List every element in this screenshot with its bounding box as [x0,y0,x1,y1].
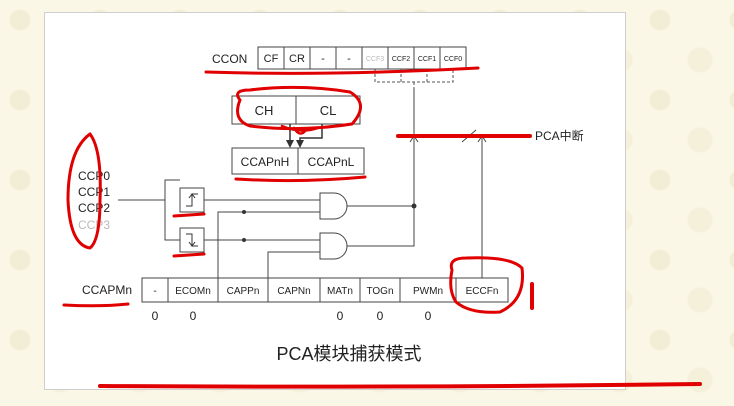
arrow-head-right [296,140,304,148]
junction-dot-2 [242,210,246,214]
enable-wires [217,211,320,278]
falling-edge-icon [186,233,198,247]
ccon-register [257,46,467,70]
gate-output-wires [347,136,415,247]
ccon-bit-reserved-2: - [347,53,351,65]
ccon-bit-ccf2: CCF2 [392,56,410,63]
ccon-label: CCON [212,52,247,66]
ccapmn-bit-eccfn: ECCFn [466,286,499,297]
rising-edge-detector [179,187,205,213]
ccapmn-label: CCAPMn [82,283,132,297]
ccapmn-bit-cappn: CAPPn [227,286,260,297]
input-ccp3: CCP3 [78,218,110,232]
ccapmn-value-5: 0 [377,309,384,323]
ccapmn-value-4: 0 [337,309,344,323]
input-ccp0: CCP0 [78,169,110,183]
ccon-bit-ccf3: CCF3 [366,56,384,63]
red-annotations [62,66,702,389]
ccapmn-bit-matn: MATn [327,286,353,297]
detector-to-gate-wires [204,199,320,241]
rising-edge-icon [186,193,198,207]
ccapmn-value-0: 0 [152,309,159,323]
pca-interrupt-label: PCA中断 [535,128,584,143]
ccapmn-bit-pwmn: PWMn [413,286,443,297]
junction-dot-3 [242,238,246,242]
pca-counter [231,95,361,125]
and-gate-falling [319,232,348,260]
ccapmn-bit-ecomn: ECOMn [175,286,211,297]
ccapmn-bit-reserved: - [153,286,156,297]
ccon-bit-ccf0: CCF0 [444,56,462,63]
ccapmn-value-6: 0 [425,309,432,323]
diagram-title: PCA模块捕获模式 [276,344,421,364]
ccon-bit-reserved-1: - [321,53,325,65]
counter-ch: CH [255,103,274,118]
ccapmn-bit-togn: TOGn [366,286,393,297]
ccon-bit-ccf1: CCF1 [418,56,436,63]
load-arrows [289,124,323,140]
capture-ccapnl: CCAPnL [308,155,355,169]
ccapmn-register [141,277,509,303]
capture-ccapnh: CCAPnH [241,155,290,169]
input-ccp2: CCP2 [78,201,110,215]
ccon-bit-cr: CR [289,53,305,65]
counter-cl: CL [320,103,337,118]
ccon-bit-cf: CF [264,53,279,65]
arrow-head-left [286,140,294,148]
ccapmn-bit-capnn: CAPNn [277,286,310,297]
ccapmn-value-1: 0 [190,309,197,323]
input-ccp1: CCP1 [78,185,110,199]
ccf-dashed-bracket [374,69,454,88]
capture-registers [231,147,365,175]
junction-dot [411,203,417,209]
input-wiring [118,179,180,241]
and-gate-rising [319,192,348,220]
